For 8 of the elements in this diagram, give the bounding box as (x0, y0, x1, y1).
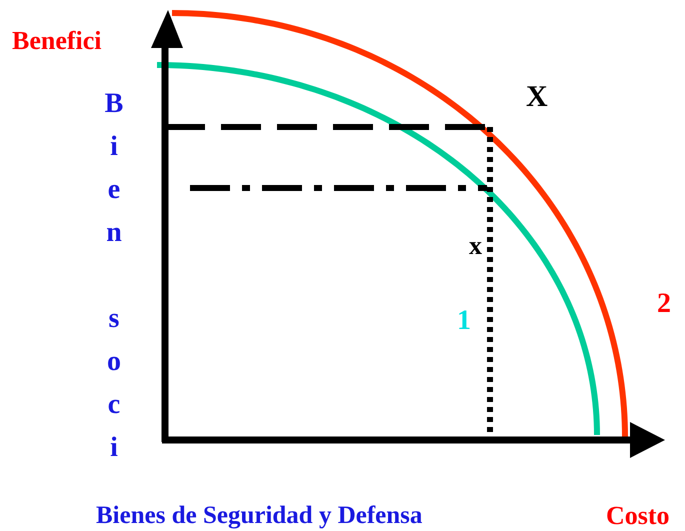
curve-label: 2 (657, 290, 671, 318)
axis-title: Bien soci (104, 87, 124, 465)
point-label: x (469, 233, 482, 259)
axis-title: Bienes de Seguridad y Defensa (96, 503, 422, 528)
axis-title: Benefici (12, 28, 102, 54)
axis-title: Costo (606, 503, 670, 529)
curve-label: 1 (457, 307, 471, 335)
point-label: X (526, 82, 548, 112)
